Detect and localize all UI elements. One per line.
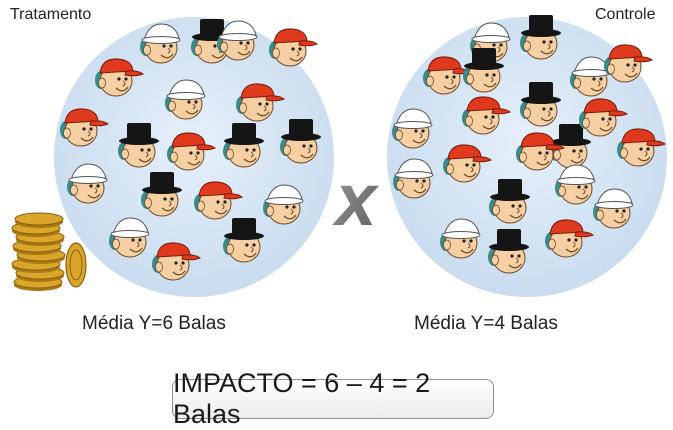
black-hat-face xyxy=(520,15,561,60)
coin-stack-icon xyxy=(11,212,87,291)
white-hat-face xyxy=(393,158,434,199)
control-group-label: Controle xyxy=(595,6,656,23)
red-cap-face xyxy=(462,96,512,135)
black-hat-face xyxy=(489,179,530,224)
white-hat-face xyxy=(67,163,108,204)
red-cap-face xyxy=(167,132,217,171)
red-cap-face xyxy=(604,44,654,83)
control-mean-label: Média Y=4 Balas xyxy=(414,313,558,334)
impact-text: IMPACTO = 6 – 4 = 2 Balas xyxy=(173,368,431,429)
white-hat-face xyxy=(440,218,481,259)
red-cap-face xyxy=(194,181,244,220)
white-hat-face xyxy=(593,188,634,229)
white-hat-face xyxy=(555,164,596,205)
treatment-group-label: Tratamento xyxy=(10,6,92,23)
black-hat-face xyxy=(141,172,182,217)
white-hat-face xyxy=(140,23,181,64)
svg-text:x: x xyxy=(331,158,379,241)
red-cap-face xyxy=(545,219,595,258)
black-hat-face xyxy=(118,123,159,168)
red-cap-face xyxy=(423,56,473,95)
black-hat-face xyxy=(463,48,504,93)
black-hat-face xyxy=(488,229,529,274)
black-hat-face xyxy=(550,124,591,169)
black-hat-face xyxy=(223,123,264,168)
red-cap-face xyxy=(443,144,493,183)
x-icon: x xyxy=(331,158,379,241)
red-cap-face xyxy=(617,128,667,167)
white-hat-face xyxy=(570,56,611,97)
red-cap-face xyxy=(579,98,629,137)
white-hat-face xyxy=(165,79,206,120)
control-faces xyxy=(392,15,667,274)
red-cap-face xyxy=(60,108,110,147)
red-cap-face xyxy=(516,132,566,171)
white-hat-face xyxy=(392,108,433,149)
treatment-faces xyxy=(60,19,321,281)
impact-box: IMPACTO = 6 – 4 = 2 Balas xyxy=(172,368,494,429)
red-cap-face xyxy=(269,28,319,67)
red-cap-face xyxy=(236,83,286,122)
red-cap-face xyxy=(152,242,202,281)
black-hat-face xyxy=(520,82,561,127)
treatment-mean-label: Média Y=6 Balas xyxy=(82,313,226,334)
white-hat-face xyxy=(263,184,304,225)
black-hat-face xyxy=(280,119,321,164)
white-hat-face xyxy=(109,217,150,258)
black-hat-face xyxy=(223,218,264,263)
red-cap-face xyxy=(95,58,145,97)
white-hat-face xyxy=(217,20,258,61)
